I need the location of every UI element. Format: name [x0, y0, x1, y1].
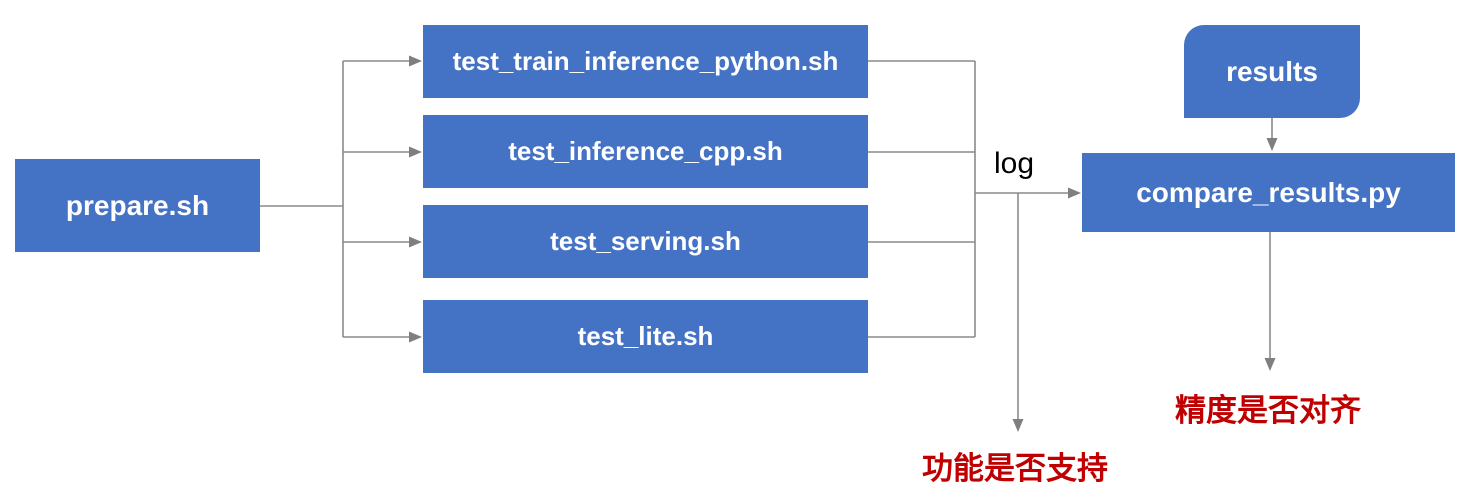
node-test-train-inference-python-sh: test_train_inference_python.sh	[423, 25, 868, 98]
node-results: results	[1184, 25, 1360, 118]
node-test-inference-cpp-sh: test_inference_cpp.sh	[423, 115, 868, 188]
log-label: log	[993, 147, 1035, 180]
node-prepare-sh: prepare.sh	[15, 159, 260, 252]
node-test-serving-sh: test_serving.sh	[423, 205, 868, 278]
annotation-function-support: 功能是否支持	[922, 451, 1108, 486]
node-compare-results-py: compare_results.py	[1082, 153, 1455, 232]
node-test-lite-sh: test_lite.sh	[423, 300, 868, 373]
annotation-accuracy-aligned: 精度是否对齐	[1175, 393, 1361, 428]
